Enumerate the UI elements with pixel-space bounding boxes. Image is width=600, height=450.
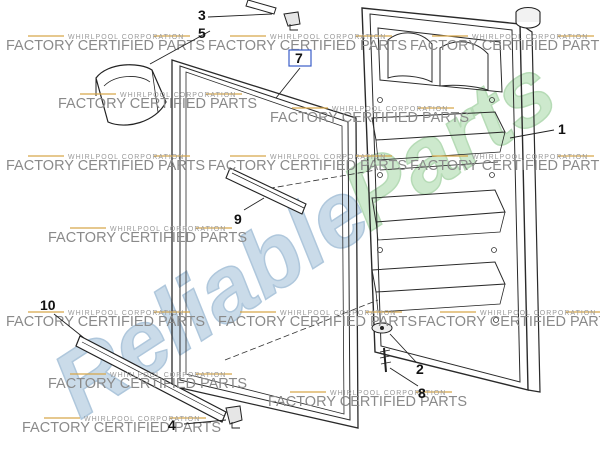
leader-2 <box>389 333 417 363</box>
screw-part-8 <box>379 347 392 373</box>
gasket-assembly-dash <box>224 299 379 361</box>
callout-9: 9 <box>234 211 242 227</box>
watermark-small-text: WHIRLPOOL CORPORATION <box>472 34 588 41</box>
watermark-small-text: WHIRLPOOL CORPORATION <box>280 310 396 317</box>
dairy-door-part-5 <box>95 64 167 126</box>
watermark-big-text: FACTORY CERTIFIED PARTS <box>270 110 469 126</box>
watermark-big-text: FACTORY CERTIFIED PARTS <box>208 38 407 54</box>
watermark-big-text: FACTORY CERTIFIED PARTS <box>22 420 221 436</box>
watermark-big-text: FACTORY CERTIFIED PARTS <box>6 38 205 54</box>
strip-part-9 <box>225 167 307 215</box>
clip-part-3 <box>245 0 301 31</box>
callout-1: 1 <box>558 121 566 137</box>
liner-side-dots <box>377 97 499 323</box>
callout-10: 10 <box>40 297 56 313</box>
watermark-small-text: WHIRLPOOL CORPORATION <box>110 372 226 379</box>
clip-part-4 <box>225 405 243 429</box>
watermark-small-text: WHIRLPOOL CORPORATION <box>68 154 184 161</box>
watermark-small-text: WHIRLPOOL CORPORATION <box>270 154 386 161</box>
leader-3 <box>207 13 273 18</box>
callout-labels: 3 5 7 9 1 2 8 10 4 <box>40 7 566 433</box>
watermark-big-text: FACTORY CERTIFIED PARTS <box>58 96 257 112</box>
watermark-big-text: FACTORY CERTIFIED PARTS <box>6 158 205 174</box>
watermark-small-text: WHIRLPOOL CORPORATION <box>110 226 226 233</box>
watermark-small-text: WHIRLPOOL CORPORATION <box>472 154 588 161</box>
watermark-big-text: FACTORY CERTIFIED PARTS <box>6 314 205 330</box>
callout-5: 5 <box>198 25 206 41</box>
callout-8: 8 <box>418 385 426 401</box>
callout-7-highlight-box <box>288 49 312 67</box>
watermark-small-text: WHIRLPOOL CORPORATION <box>332 106 448 113</box>
watermark-small-text: WHIRLPOOL CORPORATION <box>84 416 200 423</box>
hinge-part-2 <box>371 322 393 334</box>
watermark-small-text: WHIRLPOOL CORPORATION <box>120 92 236 99</box>
gasket-assembly-dash <box>259 169 377 191</box>
door-liner-part <box>361 7 541 393</box>
watermark-big-text: FACTORY CERTIFIED PARTS <box>48 230 247 246</box>
callout-2: 2 <box>416 361 424 377</box>
cap-part <box>515 6 541 29</box>
watermark-small-text: WHIRLPOOL CORPORATION <box>68 310 184 317</box>
watermark-small-text: WHIRLPOOL CORPORATION <box>330 390 446 397</box>
leader-7 <box>275 67 301 99</box>
watermark-small-text: WHIRLPOOL CORPORATION <box>270 34 386 41</box>
strip-part-10 <box>75 335 227 423</box>
callout-3: 3 <box>198 7 206 23</box>
door-gasket-part <box>171 59 379 429</box>
callout-4: 4 <box>168 417 176 433</box>
leader-10 <box>53 313 85 339</box>
watermark-big-text: FACTORY CERTIFIED PARTS <box>410 158 600 174</box>
watermark-small-text: WHIRLPOOL CORPORATION <box>480 310 596 317</box>
leader-9 <box>243 197 265 211</box>
leader-8 <box>389 367 419 387</box>
leader-5 <box>149 30 211 65</box>
watermark-big-text: FACTORY CERTIFIED PARTS <box>208 158 407 174</box>
watermark-big-text: FACTORY CERTIFIED PARTS <box>410 38 600 54</box>
watermark-small-text: WHIRLPOOL CORPORATION <box>68 34 184 41</box>
watermark-big-text: FACTORY CERTIFIED PARTS <box>48 376 247 392</box>
watermark-big-text: FACTORY CERTIFIED PARTS <box>268 394 467 410</box>
callout-7: 7 <box>295 50 303 66</box>
leader-4 <box>183 419 227 425</box>
callout-leaders <box>53 13 555 425</box>
leader-1 <box>509 129 555 139</box>
watermark-big-text: FACTORY CERTIFIED PARTS <box>218 314 417 330</box>
watermark-big-text: FACTORY CERTIFIED PARTS <box>418 314 600 330</box>
